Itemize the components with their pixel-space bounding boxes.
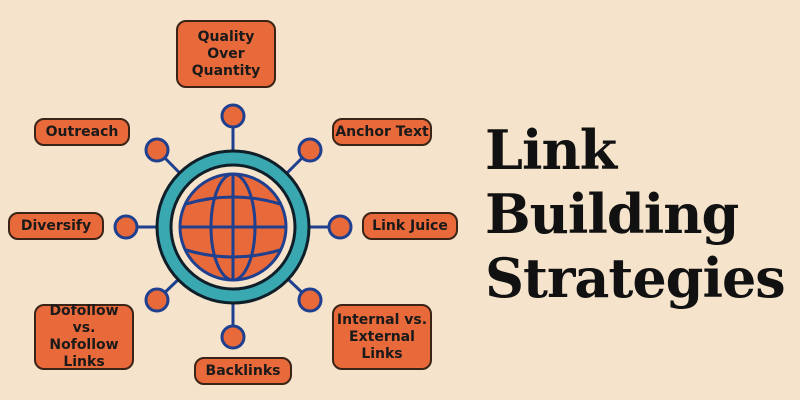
tag-anchor-text: Anchor Text	[332, 118, 432, 146]
page-title: Link Building Strategies	[485, 118, 795, 310]
tag-internal-vs-external: Internal vs. External Links	[332, 304, 432, 370]
tag-dofollow-vs-nofollow: Dofollow vs. Nofollow Links	[34, 303, 134, 370]
node-quality	[220, 103, 246, 129]
node-dofollow	[144, 287, 170, 313]
node-diversify	[113, 214, 139, 240]
tag-quality-over-quantity: Quality Over Quantity	[176, 20, 276, 88]
title-line-1: Link	[485, 118, 617, 182]
tag-link-juice: Link Juice	[362, 212, 458, 240]
tag-backlinks: Backlinks	[194, 357, 292, 385]
title-line-3: Strategies	[485, 246, 786, 310]
globe-icon	[155, 149, 311, 305]
title-line-2: Building	[485, 182, 739, 246]
node-backlinks	[220, 324, 246, 350]
node-outreach	[144, 137, 170, 163]
node-juice	[327, 214, 353, 240]
tag-outreach: Outreach	[34, 118, 130, 146]
node-internal	[297, 287, 323, 313]
tag-diversify: Diversify	[8, 212, 104, 240]
node-anchor	[297, 137, 323, 163]
